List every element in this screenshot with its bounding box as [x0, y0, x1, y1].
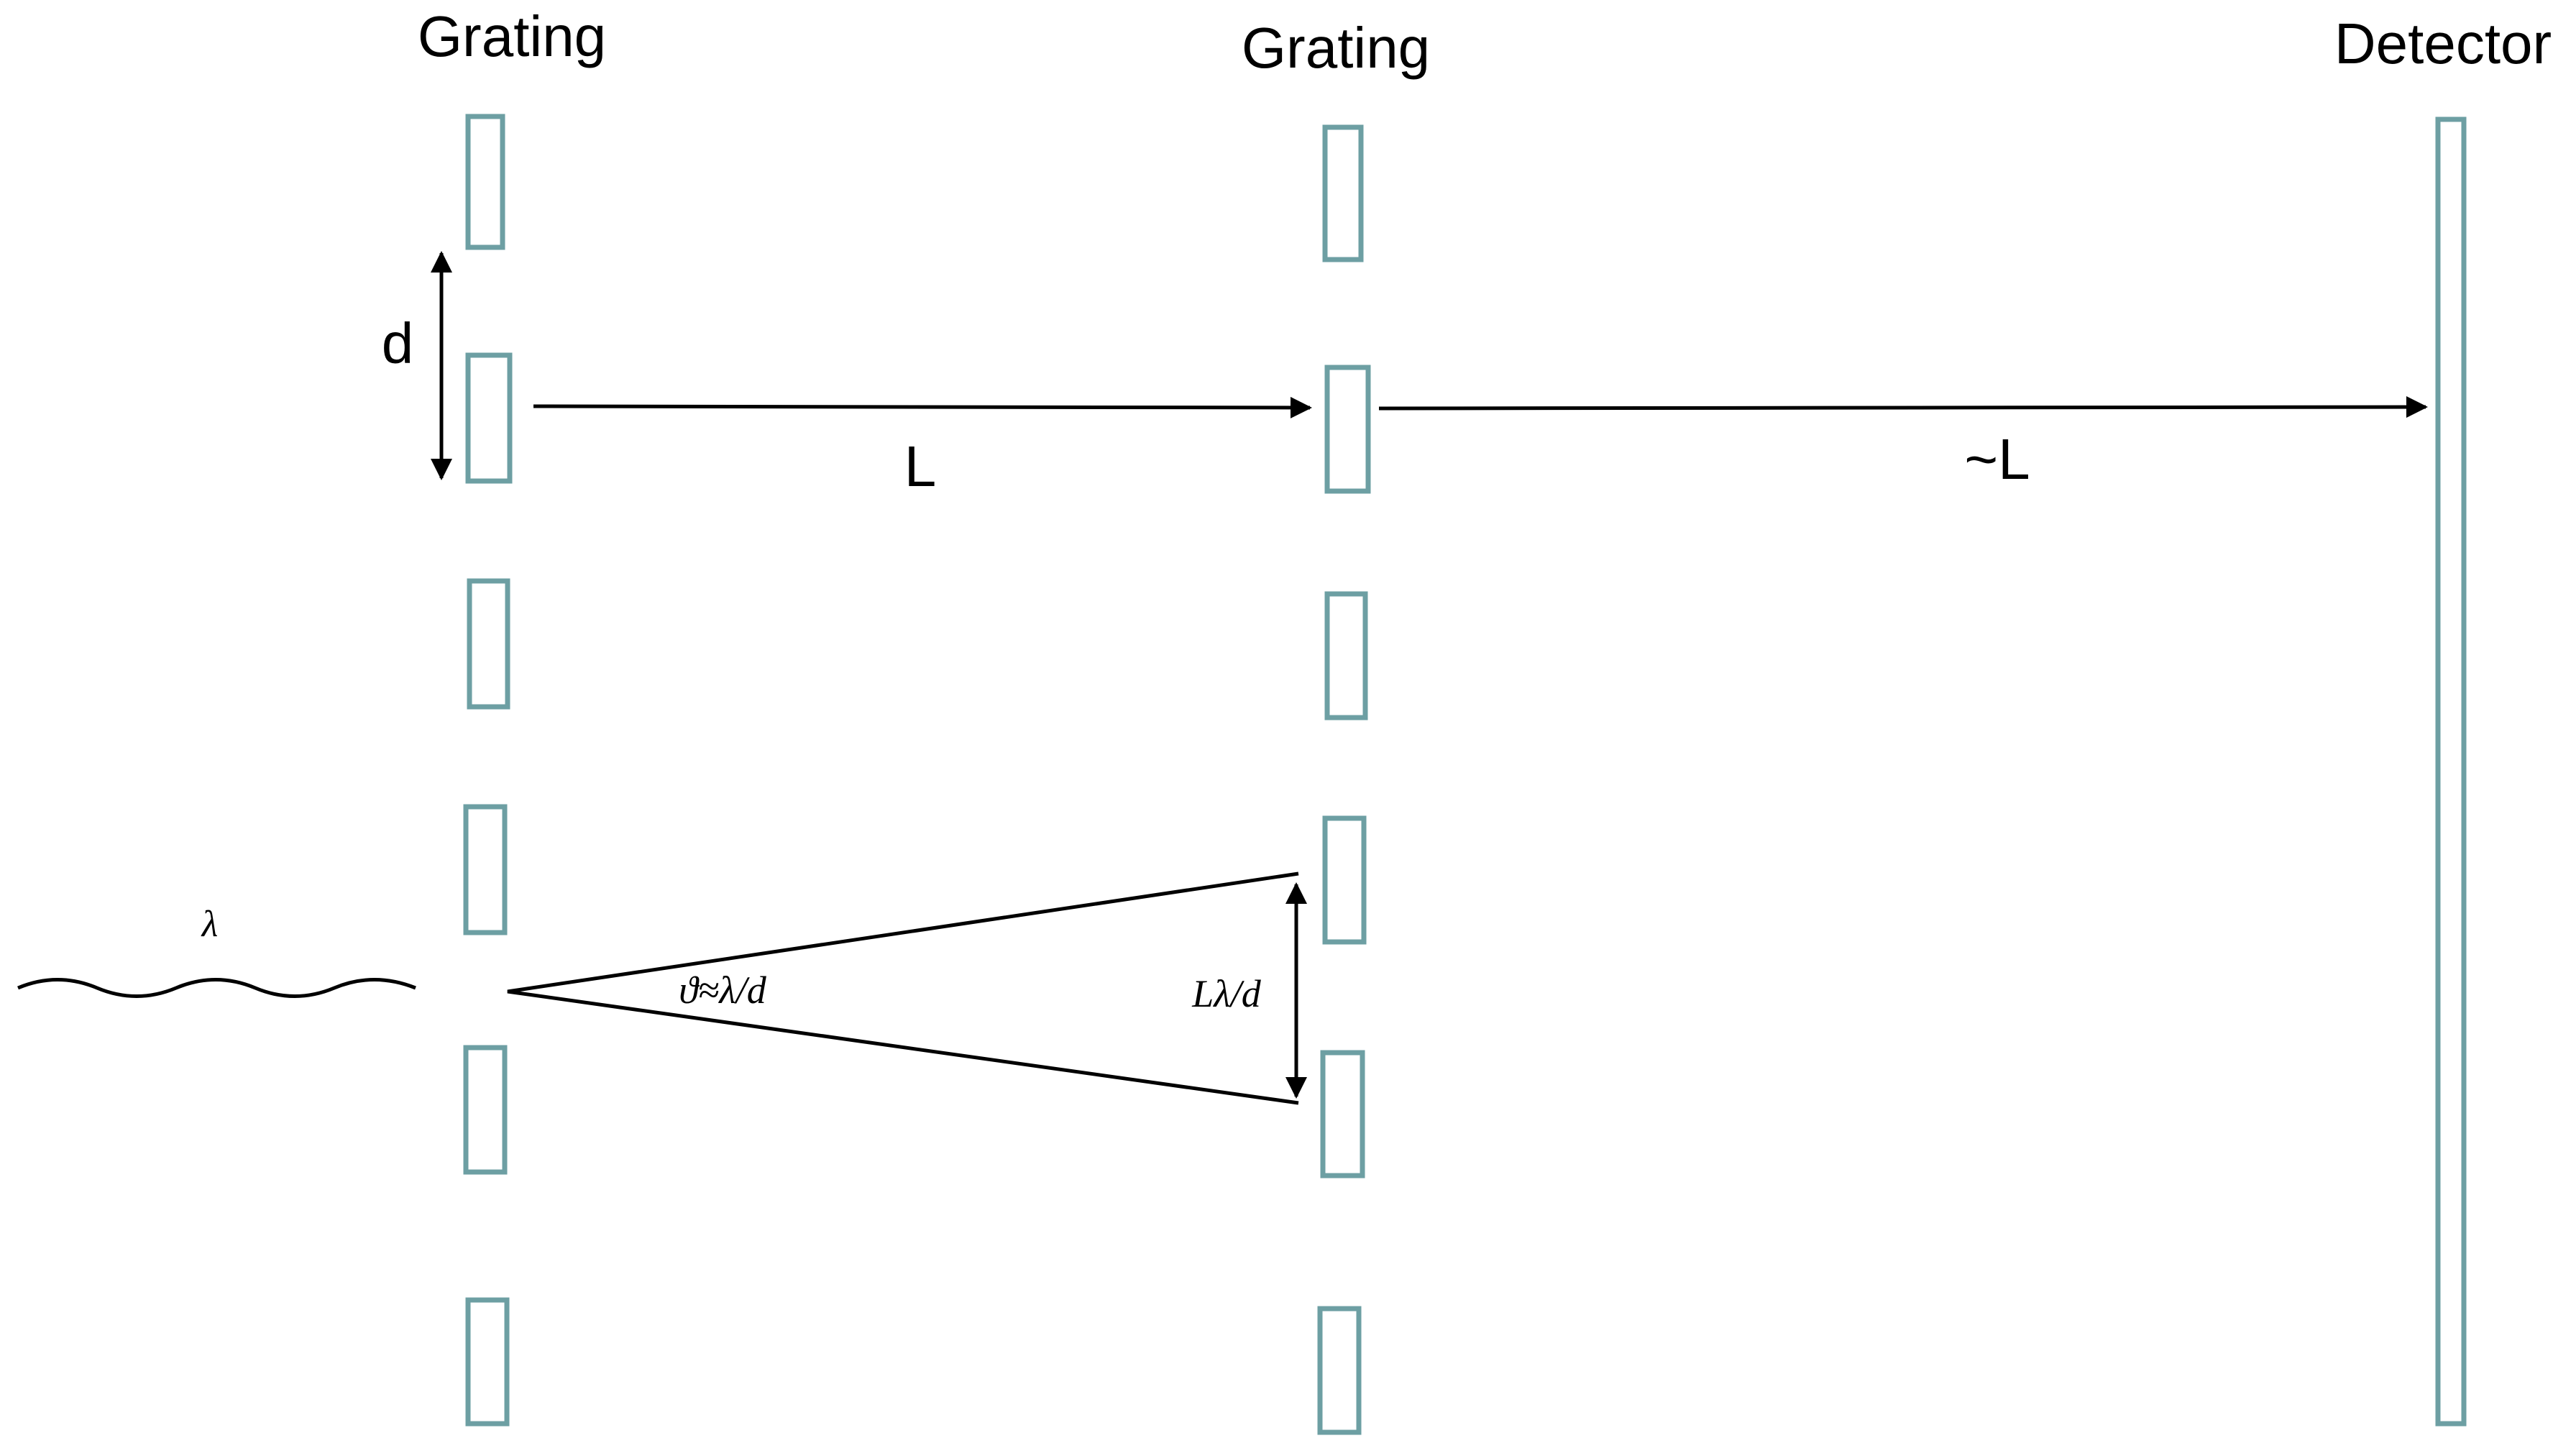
- grating-1-slat: [463, 804, 508, 935]
- distance-arrow-1: [533, 396, 1312, 418]
- grating-2-slat: [1320, 1050, 1365, 1178]
- detector-title: Detector: [2334, 12, 2552, 75]
- grating-2-slat: [1317, 1306, 1362, 1435]
- diffraction-cone: [507, 871, 1299, 1105]
- grating-1-slat: [465, 114, 505, 250]
- angle-label: ϑ≈λ/d: [679, 969, 767, 1012]
- grating-1-slat: [463, 1045, 508, 1175]
- grating-2: [1317, 124, 1371, 1435]
- detector-screen: [2435, 116, 2467, 1427]
- grating-2-slat: [1324, 591, 1368, 720]
- grating-2-title: Grating: [1242, 16, 1430, 80]
- grating-1-slat: [465, 1297, 510, 1427]
- distance-label-2: ~L: [1964, 427, 2030, 491]
- grating-2-slat: [1322, 124, 1364, 262]
- distance-arrow-2: [1378, 396, 2428, 418]
- grating-1-slat: [467, 578, 510, 710]
- grating-1: [463, 114, 513, 1427]
- distance-label-1: L: [904, 434, 937, 498]
- grating-2-slat: [1324, 365, 1371, 494]
- grating-1-slat: [465, 352, 513, 484]
- wavelength-label: λ: [201, 904, 219, 945]
- grating-2-slat: [1322, 815, 1367, 945]
- grating-1-title: Grating: [418, 4, 606, 68]
- spread-label: Lλ/d: [1191, 972, 1261, 1015]
- period-label: d: [382, 311, 414, 375]
- incoming-wave: [17, 978, 416, 998]
